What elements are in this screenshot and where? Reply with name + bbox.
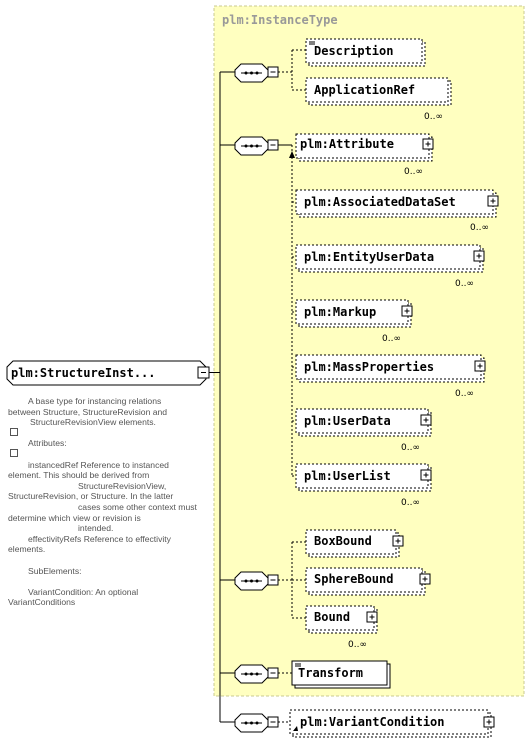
element-attribute[interactable]: plm:Attribute 0..∞	[295, 133, 434, 177]
annotation-line: StructureRevisionView,	[78, 480, 167, 491]
svg-text:plm:AssociatedDataSet: plm:AssociatedDataSet	[304, 195, 456, 209]
svg-text:plm:UserList: plm:UserList	[304, 469, 391, 483]
annotation-line: intended.	[78, 523, 114, 534]
element-application-ref[interactable]: ApplicationRef 0..∞	[305, 77, 452, 122]
root-element-label: plm:StructureInst...	[11, 366, 156, 380]
annotation-line: elements.	[8, 544, 46, 555]
substitution-arrow-icon	[289, 151, 295, 158]
element-bound[interactable]: Bound 0..∞	[305, 605, 378, 650]
annotation-line: StructureRevisionView elements.	[30, 417, 156, 428]
occurrence-label: 0..∞	[455, 389, 474, 399]
occurrence-label: 0..∞	[404, 167, 423, 177]
annotation-line: VariantCondition: An optional	[28, 586, 139, 597]
sequence-compositor-3-icon[interactable]	[234, 571, 279, 591]
sequence-compositor-1-icon[interactable]	[234, 63, 279, 83]
element-box-bound[interactable]: BoxBound	[305, 529, 404, 558]
root-element[interactable]: plm:StructureInst...	[6, 360, 210, 386]
svg-text:BoxBound: BoxBound	[314, 534, 372, 548]
annotation-line: StructureRevision, or Structure. In the …	[8, 491, 174, 502]
element-mass-properties[interactable]: plm:MassProperties 0..∞	[295, 354, 486, 399]
occurrence-label: 0..∞	[401, 443, 420, 453]
annotation-line: VariantConditions	[8, 597, 76, 608]
svg-text:plm:Markup: plm:Markup	[304, 305, 376, 319]
element-associated-data-set[interactable]: plm:AssociatedDataSet 0..∞	[295, 189, 499, 233]
occurrence-label: 0..∞	[401, 498, 420, 508]
sequence-compositor-2-icon[interactable]	[234, 136, 279, 156]
svg-text:plm:UserData: plm:UserData	[304, 414, 391, 428]
element-sphere-bound[interactable]: SphereBound	[305, 567, 431, 596]
svg-text:Bound: Bound	[314, 610, 350, 624]
svg-text:ApplicationRef: ApplicationRef	[314, 83, 415, 97]
element-transform[interactable]: Transform	[291, 660, 391, 689]
annotation-line: A base type for instancing relations	[28, 396, 162, 406]
annotation-line: SubElements:	[28, 565, 82, 576]
occurrence-label: 0..∞	[455, 279, 474, 289]
annotation-line: Attributes:	[28, 438, 67, 449]
element-entity-user-data[interactable]: plm:EntityUserData 0..∞	[295, 244, 485, 289]
annotation-line: effectivityRefs Reference to effectivity	[28, 533, 171, 544]
svg-text:plm:Attribute: plm:Attribute	[300, 137, 394, 151]
element-variant-condition[interactable]: plm:VariantCondition	[289, 709, 495, 738]
annotation-line: instancedRef Reference to instanced	[28, 459, 169, 470]
occurrence-label: 0..∞	[348, 640, 367, 650]
svg-text:plm:MassProperties: plm:MassProperties	[304, 360, 434, 374]
annotation-line: element. This should be derived from	[8, 470, 150, 481]
element-markup[interactable]: plm:Markup 0..∞	[295, 299, 413, 344]
sequence-compositor-5-icon[interactable]	[234, 713, 279, 733]
annotation-line: between Structure, StructureRevision and	[8, 406, 168, 417]
annotation-box-icon	[8, 448, 208, 460]
reference-arrow-icon	[293, 726, 298, 731]
element-description[interactable]: Description	[305, 38, 426, 67]
annotation-line: determine which view or revision is	[8, 512, 141, 523]
svg-text:plm:VariantCondition: plm:VariantCondition	[300, 715, 445, 729]
occurrence-label: 0..∞	[382, 334, 401, 344]
instance-type-label: plm:InstanceType	[222, 13, 338, 27]
annotation-box-icon	[8, 427, 208, 439]
svg-text:Description: Description	[314, 44, 393, 58]
svg-text:Transform: Transform	[298, 666, 363, 680]
svg-text:SphereBound: SphereBound	[314, 572, 393, 586]
occurrence-label: 0..∞	[424, 112, 443, 122]
element-user-data[interactable]: plm:UserData 0..∞	[295, 408, 432, 453]
annotation-line: cases some other context must	[78, 501, 197, 512]
svg-text:plm:EntityUserData: plm:EntityUserData	[304, 250, 434, 264]
occurrence-label: 0..∞	[470, 223, 489, 233]
element-user-list[interactable]: plm:UserList 0..∞	[295, 463, 432, 508]
annotation-documentation: A base type for instancing relations bet…	[8, 396, 208, 608]
